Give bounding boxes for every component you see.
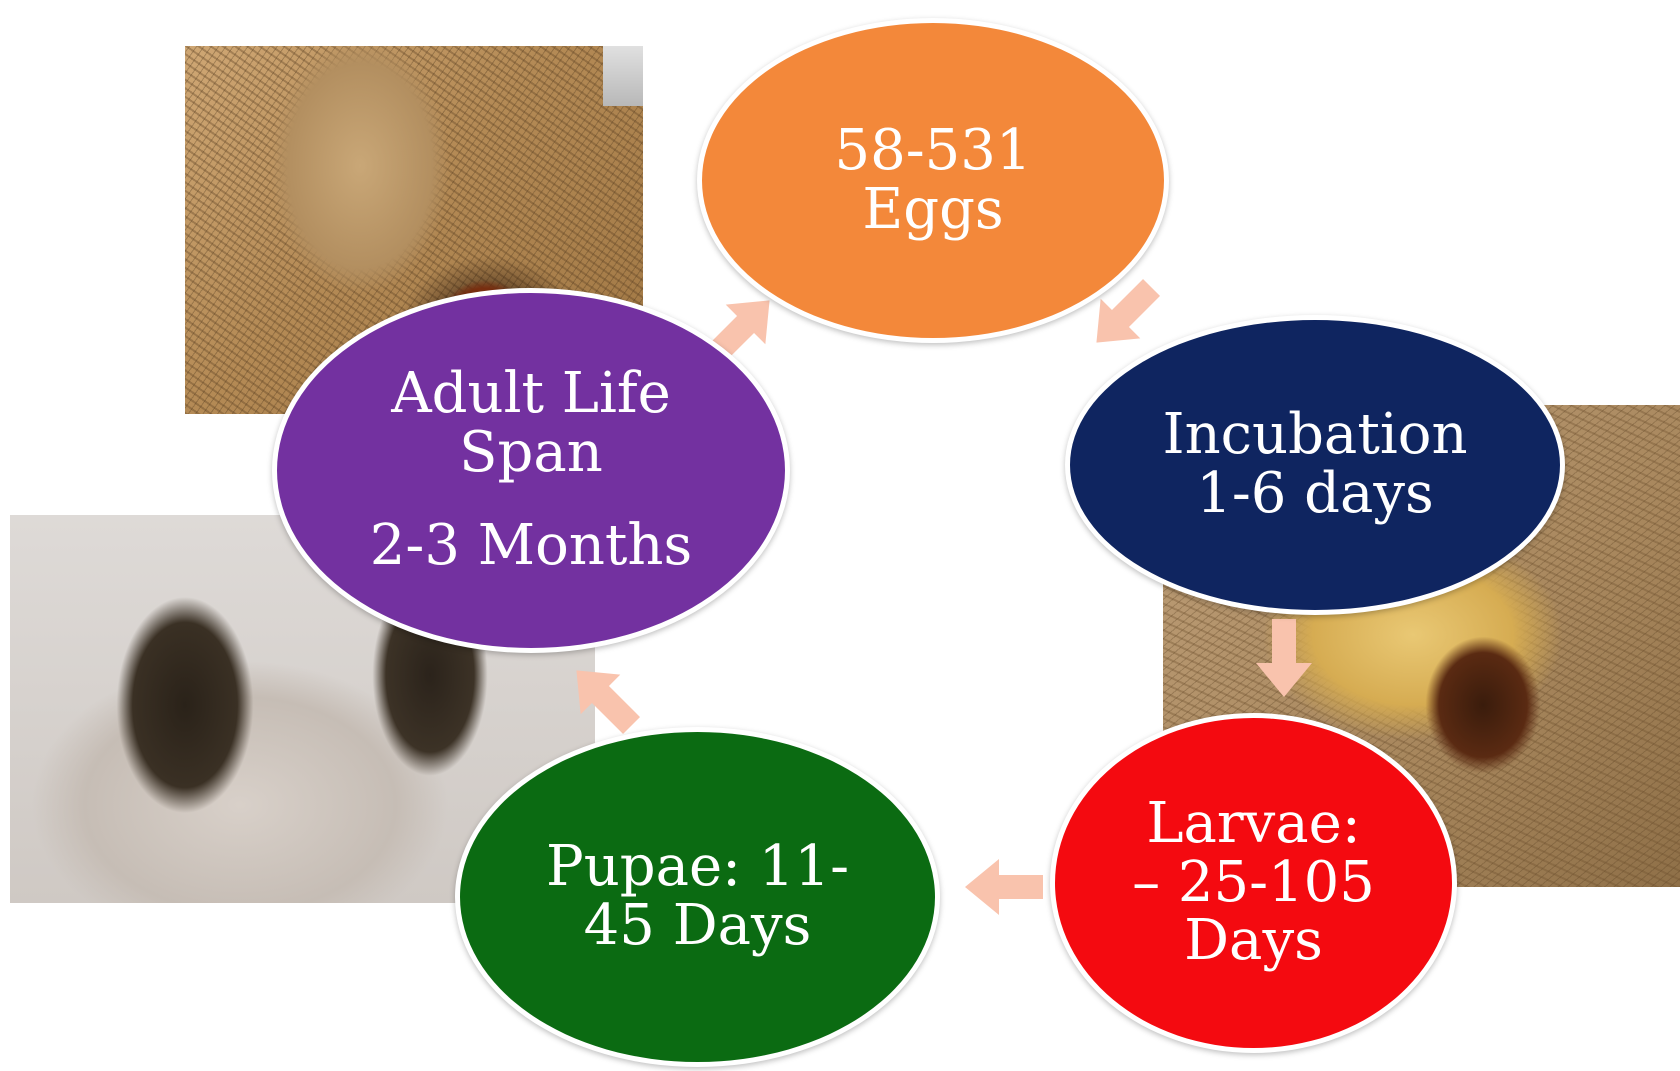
incubation-label: Incubation (1162, 406, 1467, 465)
stage-adult: Adult Life Span 2-3 Months (272, 288, 790, 653)
eggs-label: Eggs (862, 181, 1003, 240)
larvae-unit: Days (1184, 912, 1323, 971)
incubation-duration: 1-6 days (1196, 465, 1434, 524)
larvae-duration: – 25-105 (1132, 854, 1375, 913)
eggs-count-label: 58-531 (834, 122, 1031, 181)
pupae-label: Pupae: 11- (546, 838, 849, 897)
larvae-label: Larvae: (1146, 795, 1360, 854)
stage-pupae: Pupae: 11- 45 Days (455, 727, 940, 1067)
pupae-duration: 45 Days (584, 897, 812, 956)
stage-incubation: Incubation 1-6 days (1065, 315, 1565, 615)
stage-larvae: Larvae: – 25-105 Days (1050, 713, 1457, 1053)
adult-label-line2: Span (459, 424, 603, 483)
stage-eggs: 58-531 Eggs (697, 18, 1169, 343)
adult-duration: 2-3 Months (370, 517, 692, 576)
adult-label-line1: Adult Life (391, 365, 671, 424)
arrow-incubation-to-larvae-icon (1254, 619, 1314, 697)
arrow-larvae-to-pupae-icon (965, 857, 1043, 917)
